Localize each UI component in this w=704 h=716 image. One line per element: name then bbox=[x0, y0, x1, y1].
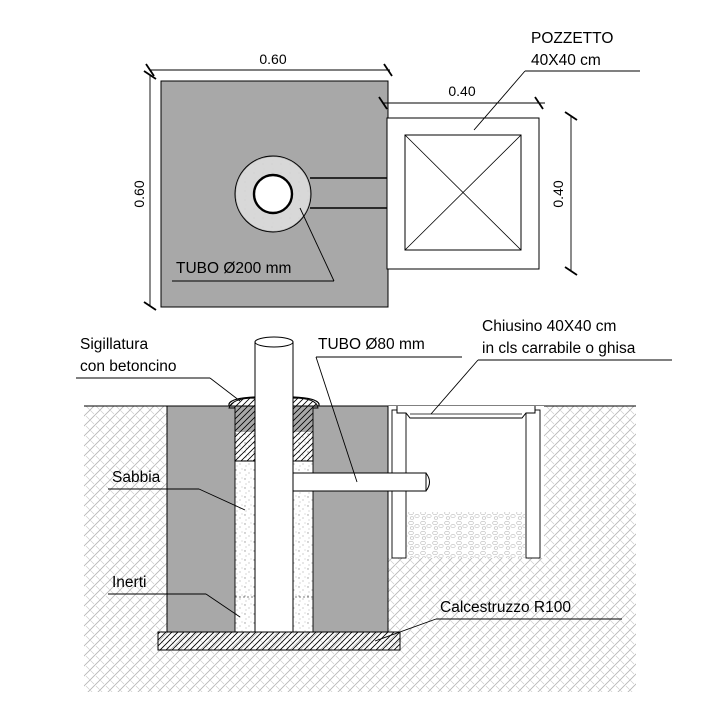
dim-plan-width-label: 0.60 bbox=[259, 51, 286, 67]
plan-pipe-inner bbox=[252, 173, 294, 215]
dim-pozzetto-width-label: 0.40 bbox=[448, 83, 475, 99]
label-sigillatura-line2: con betoncino bbox=[80, 358, 177, 375]
plan-view: 0.60 0.60 0.40 0.40 POZZETTO 40X40 cm bbox=[131, 30, 640, 311]
section-horizontal-pipe-end bbox=[425, 472, 430, 492]
section-sigillatura-right bbox=[292, 397, 319, 462]
label-tubo-80-text: TUBO Ø80 mm bbox=[318, 336, 425, 353]
label-tubo-200-text: TUBO Ø200 mm bbox=[176, 260, 291, 277]
label-inerti: Inerti bbox=[108, 574, 241, 618]
label-pozzetto-title: POZZETTO bbox=[531, 30, 613, 47]
plan-pozzetto-cross-2 bbox=[404, 134, 522, 251]
label-tubo-80: TUBO Ø80 mm bbox=[315, 336, 462, 483]
section-chiusino-frame bbox=[396, 406, 536, 419]
label-sabbia-text: Sabbia bbox=[112, 469, 161, 486]
label-pozzetto-size: 40X40 cm bbox=[531, 52, 601, 69]
dim-plan-height: 0.60 bbox=[131, 70, 157, 311]
label-pozzetto: POZZETTO 40X40 cm bbox=[473, 30, 640, 131]
dim-pozzetto-width: 0.40 bbox=[378, 83, 545, 110]
section-calcestruzzo-base bbox=[157, 631, 401, 651]
label-chiusino-line2: in cls carrabile o ghisa bbox=[482, 340, 636, 357]
dim-plan-width: 0.60 bbox=[145, 51, 393, 77]
label-chiusino: Chiusino 40X40 cm in cls carrabile o ghi… bbox=[430, 318, 672, 415]
section-vertical-pipe-top bbox=[254, 336, 294, 348]
label-sigillatura: Sigillatura con betoncino bbox=[76, 336, 241, 402]
section-pozzetto-wall-right bbox=[525, 409, 541, 559]
section-horizontal-pipe bbox=[292, 472, 427, 492]
label-calcestruzzo: Calcestruzzo R100 bbox=[374, 599, 622, 642]
label-chiusino-line1: Chiusino 40X40 cm bbox=[482, 318, 616, 335]
label-sigillatura-line1: Sigillatura bbox=[80, 336, 148, 353]
label-inerti-text: Inerti bbox=[112, 574, 146, 591]
dim-plan-height-label: 0.60 bbox=[131, 180, 147, 207]
label-calcestruzzo-text: Calcestruzzo R100 bbox=[440, 599, 571, 616]
section-sigillatura-left bbox=[228, 397, 256, 462]
label-sabbia: Sabbia bbox=[108, 469, 246, 511]
section-vertical-pipe bbox=[254, 341, 294, 633]
section-pozzetto-gravel bbox=[407, 512, 525, 558]
dim-pozzetto-height-label: 0.40 bbox=[550, 180, 566, 207]
section-view: Sigillatura con betoncino TUBO Ø80 mm Ch… bbox=[76, 318, 672, 692]
label-tubo-200: TUBO Ø200 mm bbox=[172, 207, 335, 282]
dim-pozzetto-height: 0.40 bbox=[550, 111, 578, 276]
